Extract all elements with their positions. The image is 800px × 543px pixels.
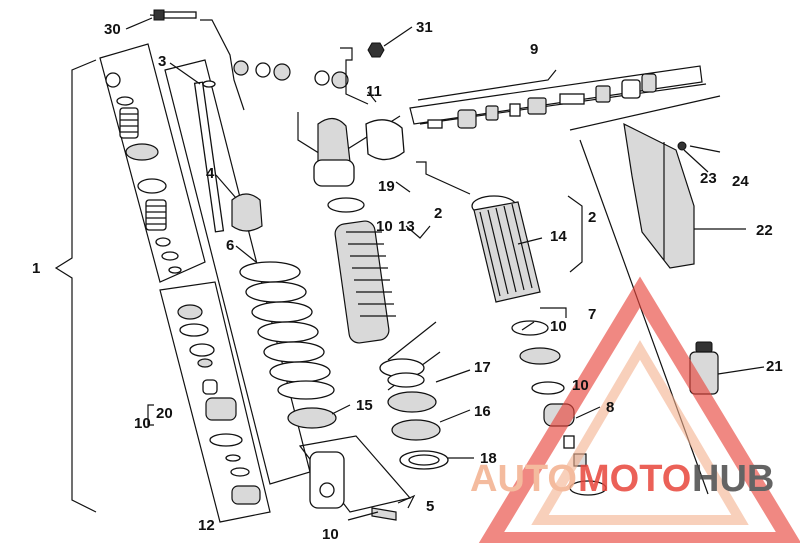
callout-17: 17 [474, 359, 491, 376]
callout-15: 15 [356, 397, 373, 414]
callout-11: 11 [366, 83, 382, 100]
callout-8: 8 [606, 399, 614, 416]
callout-12: 12 [198, 517, 215, 534]
callout-7: 7 [588, 306, 596, 323]
callout-9: 9 [530, 41, 538, 58]
valve-shaft-assembly [409, 65, 707, 129]
watermark-text-moto: MOTO [578, 458, 691, 500]
shock-body [327, 197, 396, 344]
callout-3: 3 [158, 53, 166, 70]
callout-10-shock: 10 [376, 218, 393, 235]
callout-16: 16 [474, 403, 491, 420]
callout-4: 4 [206, 165, 215, 182]
callout-21: 21 [766, 358, 783, 375]
watermark-text-auto: AUTO [470, 458, 577, 500]
callout-labels: 1 2 2 3 4 5 6 7 8 9 10 10 10 10 10 11 12… [32, 19, 783, 543]
callout-30: 30 [104, 21, 121, 38]
callout-19: 19 [378, 178, 395, 195]
reservoir-head [297, 112, 405, 187]
lower-clevis [298, 435, 412, 521]
callout-18: 18 [480, 450, 497, 467]
reservoir-canister [416, 161, 541, 303]
callout-1: 1 [32, 260, 40, 277]
adjuster-rings [379, 321, 449, 470]
callout-31: 31 [416, 19, 433, 36]
callout-10-reservoir-mid: 10 [572, 377, 589, 394]
callout-5: 5 [426, 498, 434, 515]
callout-10-left: 10 [134, 415, 151, 432]
upper-valve-stack [99, 43, 206, 283]
callout-22: 22 [756, 222, 773, 239]
callout-23: 23 [700, 170, 717, 187]
callout-14: 14 [550, 228, 567, 245]
callout-20: 20 [156, 405, 173, 422]
lower-valve-stack [147, 281, 271, 523]
callout-10-clevis: 10 [322, 526, 339, 543]
callout-2-reservoir: 2 [588, 209, 596, 226]
callout-6: 6 [226, 237, 234, 254]
callout-24: 24 [732, 173, 749, 190]
watermark-logo: AUTO MOTO HUB [470, 276, 800, 543]
callout-2-shock: 2 [434, 205, 442, 222]
coil-spring [239, 261, 337, 429]
leader-lines [125, 17, 765, 521]
callout-10-reservoir-top: 10 [550, 318, 567, 335]
top-mount [149, 9, 385, 111]
callout-13: 13 [398, 218, 415, 235]
watermark-text-hub: HUB [692, 458, 774, 500]
bracket-group-1 [54, 59, 97, 513]
